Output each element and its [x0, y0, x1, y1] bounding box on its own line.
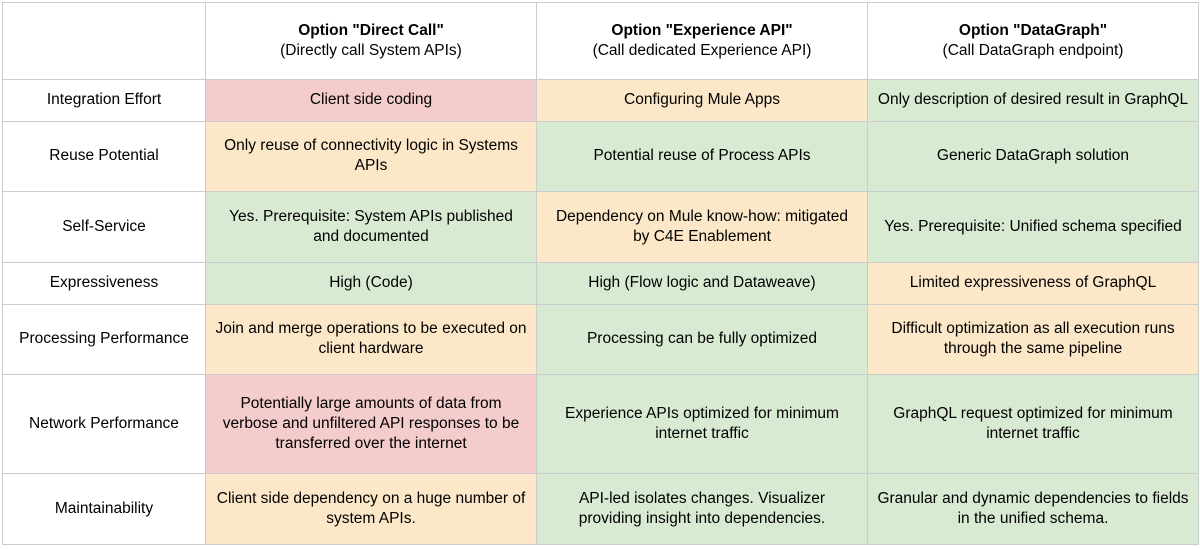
table-cell: API-led isolates changes. Visualizer pro…	[536, 473, 868, 545]
table-cell: GraphQL request optimized for minimum in…	[867, 374, 1199, 475]
table-cell: Only description of desired result in Gr…	[867, 79, 1199, 122]
table-cell: Generic DataGraph solution	[867, 120, 1199, 193]
table-cell: Only reuse of connectivity logic in Syst…	[205, 120, 537, 193]
column-header-title: Option "DataGraph"	[958, 21, 1108, 39]
column-header-direct-call: Option "Direct Call" (Directly call Syst…	[205, 2, 537, 80]
table-cell: Client side coding	[205, 79, 537, 122]
table-cell: High (Code)	[205, 261, 537, 305]
table-cell: Experience APIs optimized for minimum in…	[536, 374, 868, 475]
table-cell: Potential reuse of Process APIs	[536, 120, 868, 193]
table-cell: Granular and dynamic dependencies to fie…	[867, 473, 1199, 545]
table-cell: Dependency on Mule know-how: mitigated b…	[536, 191, 868, 263]
header-row: Option "Direct Call" (Directly call Syst…	[2, 2, 1199, 80]
table-corner-cell	[2, 2, 206, 80]
row-label-1: Reuse Potential	[2, 120, 206, 193]
row-label-2: Self-Service	[2, 191, 206, 263]
table-cell: High (Flow logic and Dataweave)	[536, 261, 868, 305]
table-cell: Client side dependency on a huge number …	[205, 473, 537, 545]
column-header-title: Option "Experience API"	[611, 21, 793, 39]
column-header-experience-api: Option "Experience API" (Call dedicated …	[536, 2, 868, 80]
column-header-subtitle: (Directly call System APIs)	[280, 42, 462, 59]
table-header: Option "Direct Call" (Directly call Syst…	[2, 2, 1199, 80]
column-header-datagraph: Option "DataGraph" (Call DataGraph endpo…	[867, 2, 1199, 80]
row-label-6: Maintainability	[2, 473, 206, 545]
table-cell: Difficult optimization as all execution …	[867, 303, 1199, 376]
table-cell: Yes. Prerequisite: System APIs published…	[205, 191, 537, 263]
table-cell: Processing can be fully optimized	[536, 303, 868, 376]
column-header-subtitle: (Call DataGraph endpoint)	[942, 42, 1124, 59]
column-header-subtitle: (Call dedicated Experience API)	[592, 42, 812, 59]
column-header-title: Option "Direct Call"	[298, 21, 444, 39]
table-cell: Configuring Mule Apps	[536, 79, 868, 122]
row-label-3: Expressiveness	[2, 261, 206, 305]
row-label-0: Integration Effort	[2, 79, 206, 122]
table-cell: Join and merge operations to be executed…	[205, 303, 537, 376]
table-cell: Potentially large amounts of data from v…	[205, 374, 537, 475]
table-cell: Limited expressiveness of GraphQL	[867, 261, 1199, 305]
row-label-5: Network Performance	[2, 374, 206, 475]
table-cell: Yes. Prerequisite: Unified schema specif…	[867, 191, 1199, 263]
row-label-4: Processing Performance	[2, 303, 206, 376]
